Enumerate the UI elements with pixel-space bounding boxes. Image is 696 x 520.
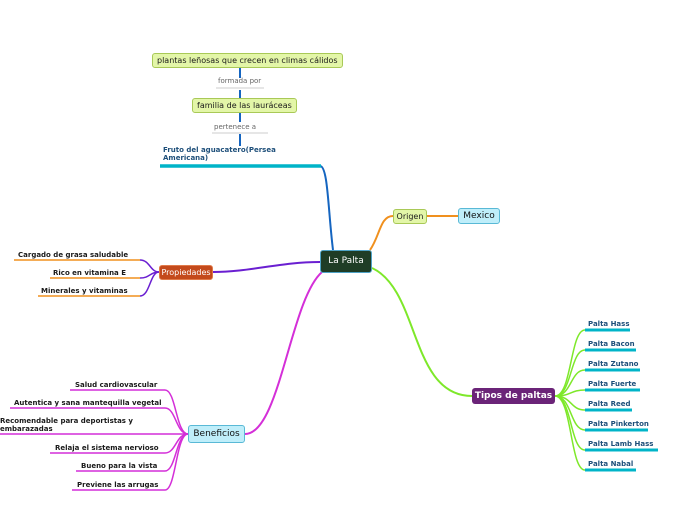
origen-branch [369, 215, 394, 251]
propiedades-branch [212, 261, 321, 273]
node-origen[interactable]: Origen [393, 209, 427, 224]
tipos-branch [371, 267, 473, 397]
tipo-item-lamb-hass[interactable]: Palta Lamb Hass [588, 440, 654, 448]
tipo-link-6 [554, 395, 586, 431]
tipo-item-reed[interactable]: Palta Reed [588, 400, 631, 408]
node-familia-lauraceas-label: familia de las lauráceas [197, 100, 292, 110]
node-plantas-lenosas-label: plantas leñosas que crecen en climas cál… [157, 55, 338, 65]
fruto-branch [319, 165, 334, 251]
node-fruto-aguacatero[interactable]: Fruto del aguacatero(Persea Americana) [163, 146, 276, 163]
link-pertenece-a: pertenece a [214, 123, 257, 131]
ben-item-deportistas[interactable]: Recomendable para deportistas y embaraza… [0, 417, 133, 434]
prop-item-vitamina-e[interactable]: Rico en vitamina E [53, 269, 127, 277]
tipo-item-bacon[interactable]: Palta Bacon [588, 340, 635, 348]
node-plantas-lenosas[interactable]: plantas leñosas que crecen en climas cál… [152, 53, 343, 68]
node-mexico[interactable]: Mexico [458, 208, 500, 224]
tipo-item-hass[interactable]: Palta Hass [588, 320, 630, 328]
tipo-link-1 [554, 329, 586, 397]
tipo-item-fuerte[interactable]: Palta Fuerte [588, 380, 637, 388]
tipo-link-8 [554, 395, 586, 471]
node-tipos-label: Tipos de paltas [474, 390, 553, 401]
node-origen-label: Origen [396, 211, 424, 221]
ben-item-nervioso[interactable]: Relaja el sistema nervioso [55, 444, 159, 452]
tipo-item-pinkerton[interactable]: Palta Pinkerton [588, 420, 649, 428]
central-topic-label: La Palta [328, 256, 364, 266]
tipo-link-7 [554, 395, 586, 451]
tipo-item-nabal[interactable]: Palta Nabal [588, 460, 634, 468]
prop-item-grasa[interactable]: Cargado de grasa saludable [18, 251, 129, 259]
prop-item-minerales[interactable]: Minerales y vitaminas [41, 287, 128, 295]
ben-item-arrugas[interactable]: Previene las arrugas [77, 481, 159, 489]
beneficios-branch [244, 271, 323, 435]
link-formada-por: formada por [218, 77, 262, 85]
node-mexico-label: Mexico [463, 210, 495, 221]
node-propiedades[interactable]: Propiedades [159, 265, 213, 280]
node-beneficios-label: Beneficios [193, 428, 240, 439]
ben-item-mantequilla[interactable]: Autentica y sana mantequilla vegetal [14, 399, 162, 407]
node-propiedades-label: Propiedades [161, 267, 211, 277]
prop-link-3 [139, 271, 160, 297]
node-familia-lauraceas[interactable]: familia de las lauráceas [192, 98, 297, 113]
central-topic[interactable]: La Palta [320, 250, 372, 273]
node-tipos-de-paltas[interactable]: Tipos de paltas [472, 388, 555, 404]
ben-item-salud[interactable]: Salud cardiovascular [75, 381, 158, 389]
tipo-item-zutano[interactable]: Palta Zutano [588, 360, 639, 368]
tipo-link-2 [554, 349, 586, 397]
prop-link-1 [139, 259, 160, 273]
ben-link-1 [164, 389, 189, 435]
node-beneficios[interactable]: Beneficios [188, 425, 245, 443]
ben-item-vista[interactable]: Bueno para la vista [81, 462, 158, 470]
tipo-link-4 [554, 389, 586, 397]
ben-link-6 [164, 433, 189, 491]
